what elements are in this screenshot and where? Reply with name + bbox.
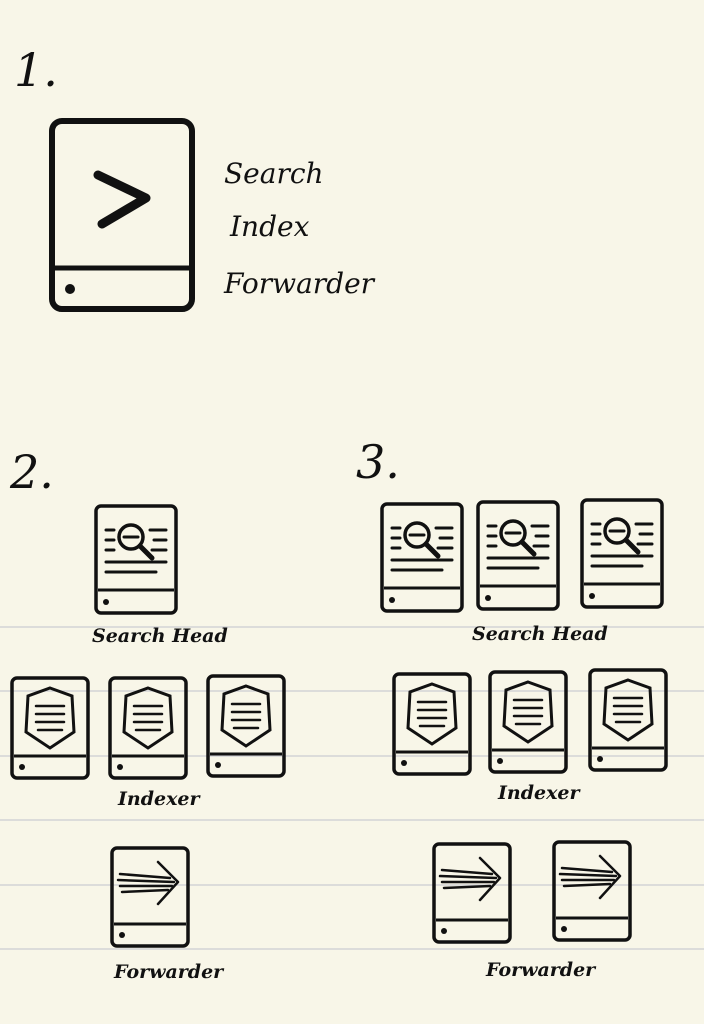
forward-arrow-icon: [116, 860, 180, 906]
magnifier-icon: [104, 523, 168, 574]
search-head-server: [580, 498, 664, 609]
magnifier-icon: [590, 517, 654, 568]
magnifier-icon: [390, 521, 454, 572]
indexer-server: [488, 670, 568, 774]
search-head-label: Search Head: [472, 623, 608, 645]
forward-arrow-icon: [558, 854, 622, 900]
section-1-number: 1.: [14, 43, 58, 97]
terminal-prompt-icon: [93, 170, 151, 229]
search-head-label: Search Head: [92, 625, 228, 647]
shield-document-icon: [602, 678, 654, 742]
forwarder-server: [432, 842, 512, 944]
role-label-forwarder: Forwarder: [223, 267, 376, 300]
shield-document-icon: [24, 686, 76, 750]
single-server: [49, 118, 195, 312]
magnifier-icon: [486, 519, 550, 570]
indexer-label: Indexer: [117, 788, 201, 810]
section-2-number: 2.: [9, 445, 54, 499]
forwarder-label: Forwarder: [485, 959, 597, 981]
shield-document-icon: [406, 682, 458, 746]
shield-document-icon: [502, 680, 554, 744]
indexer-label: Indexer: [497, 782, 581, 804]
shield-document-icon: [122, 686, 174, 750]
role-label-index: Index: [229, 210, 310, 243]
forward-arrow-icon: [438, 856, 502, 902]
indexer-server: [108, 676, 188, 780]
forwarder-server: [552, 840, 632, 942]
forwarder-label: Forwarder: [113, 961, 225, 983]
indexer-server: [206, 674, 286, 778]
role-label-search: Search: [224, 157, 324, 190]
section-3-number: 3.: [356, 435, 400, 489]
forwarder-server: [110, 846, 190, 948]
indexer-server: [10, 676, 90, 780]
indexer-server: [588, 668, 668, 772]
search-head-server: [476, 500, 560, 611]
indexer-server: [392, 672, 472, 776]
shield-document-icon: [220, 684, 272, 748]
rule-lines: [0, 626, 704, 950]
search-head-server: [94, 504, 178, 615]
search-head-server: [380, 502, 464, 613]
